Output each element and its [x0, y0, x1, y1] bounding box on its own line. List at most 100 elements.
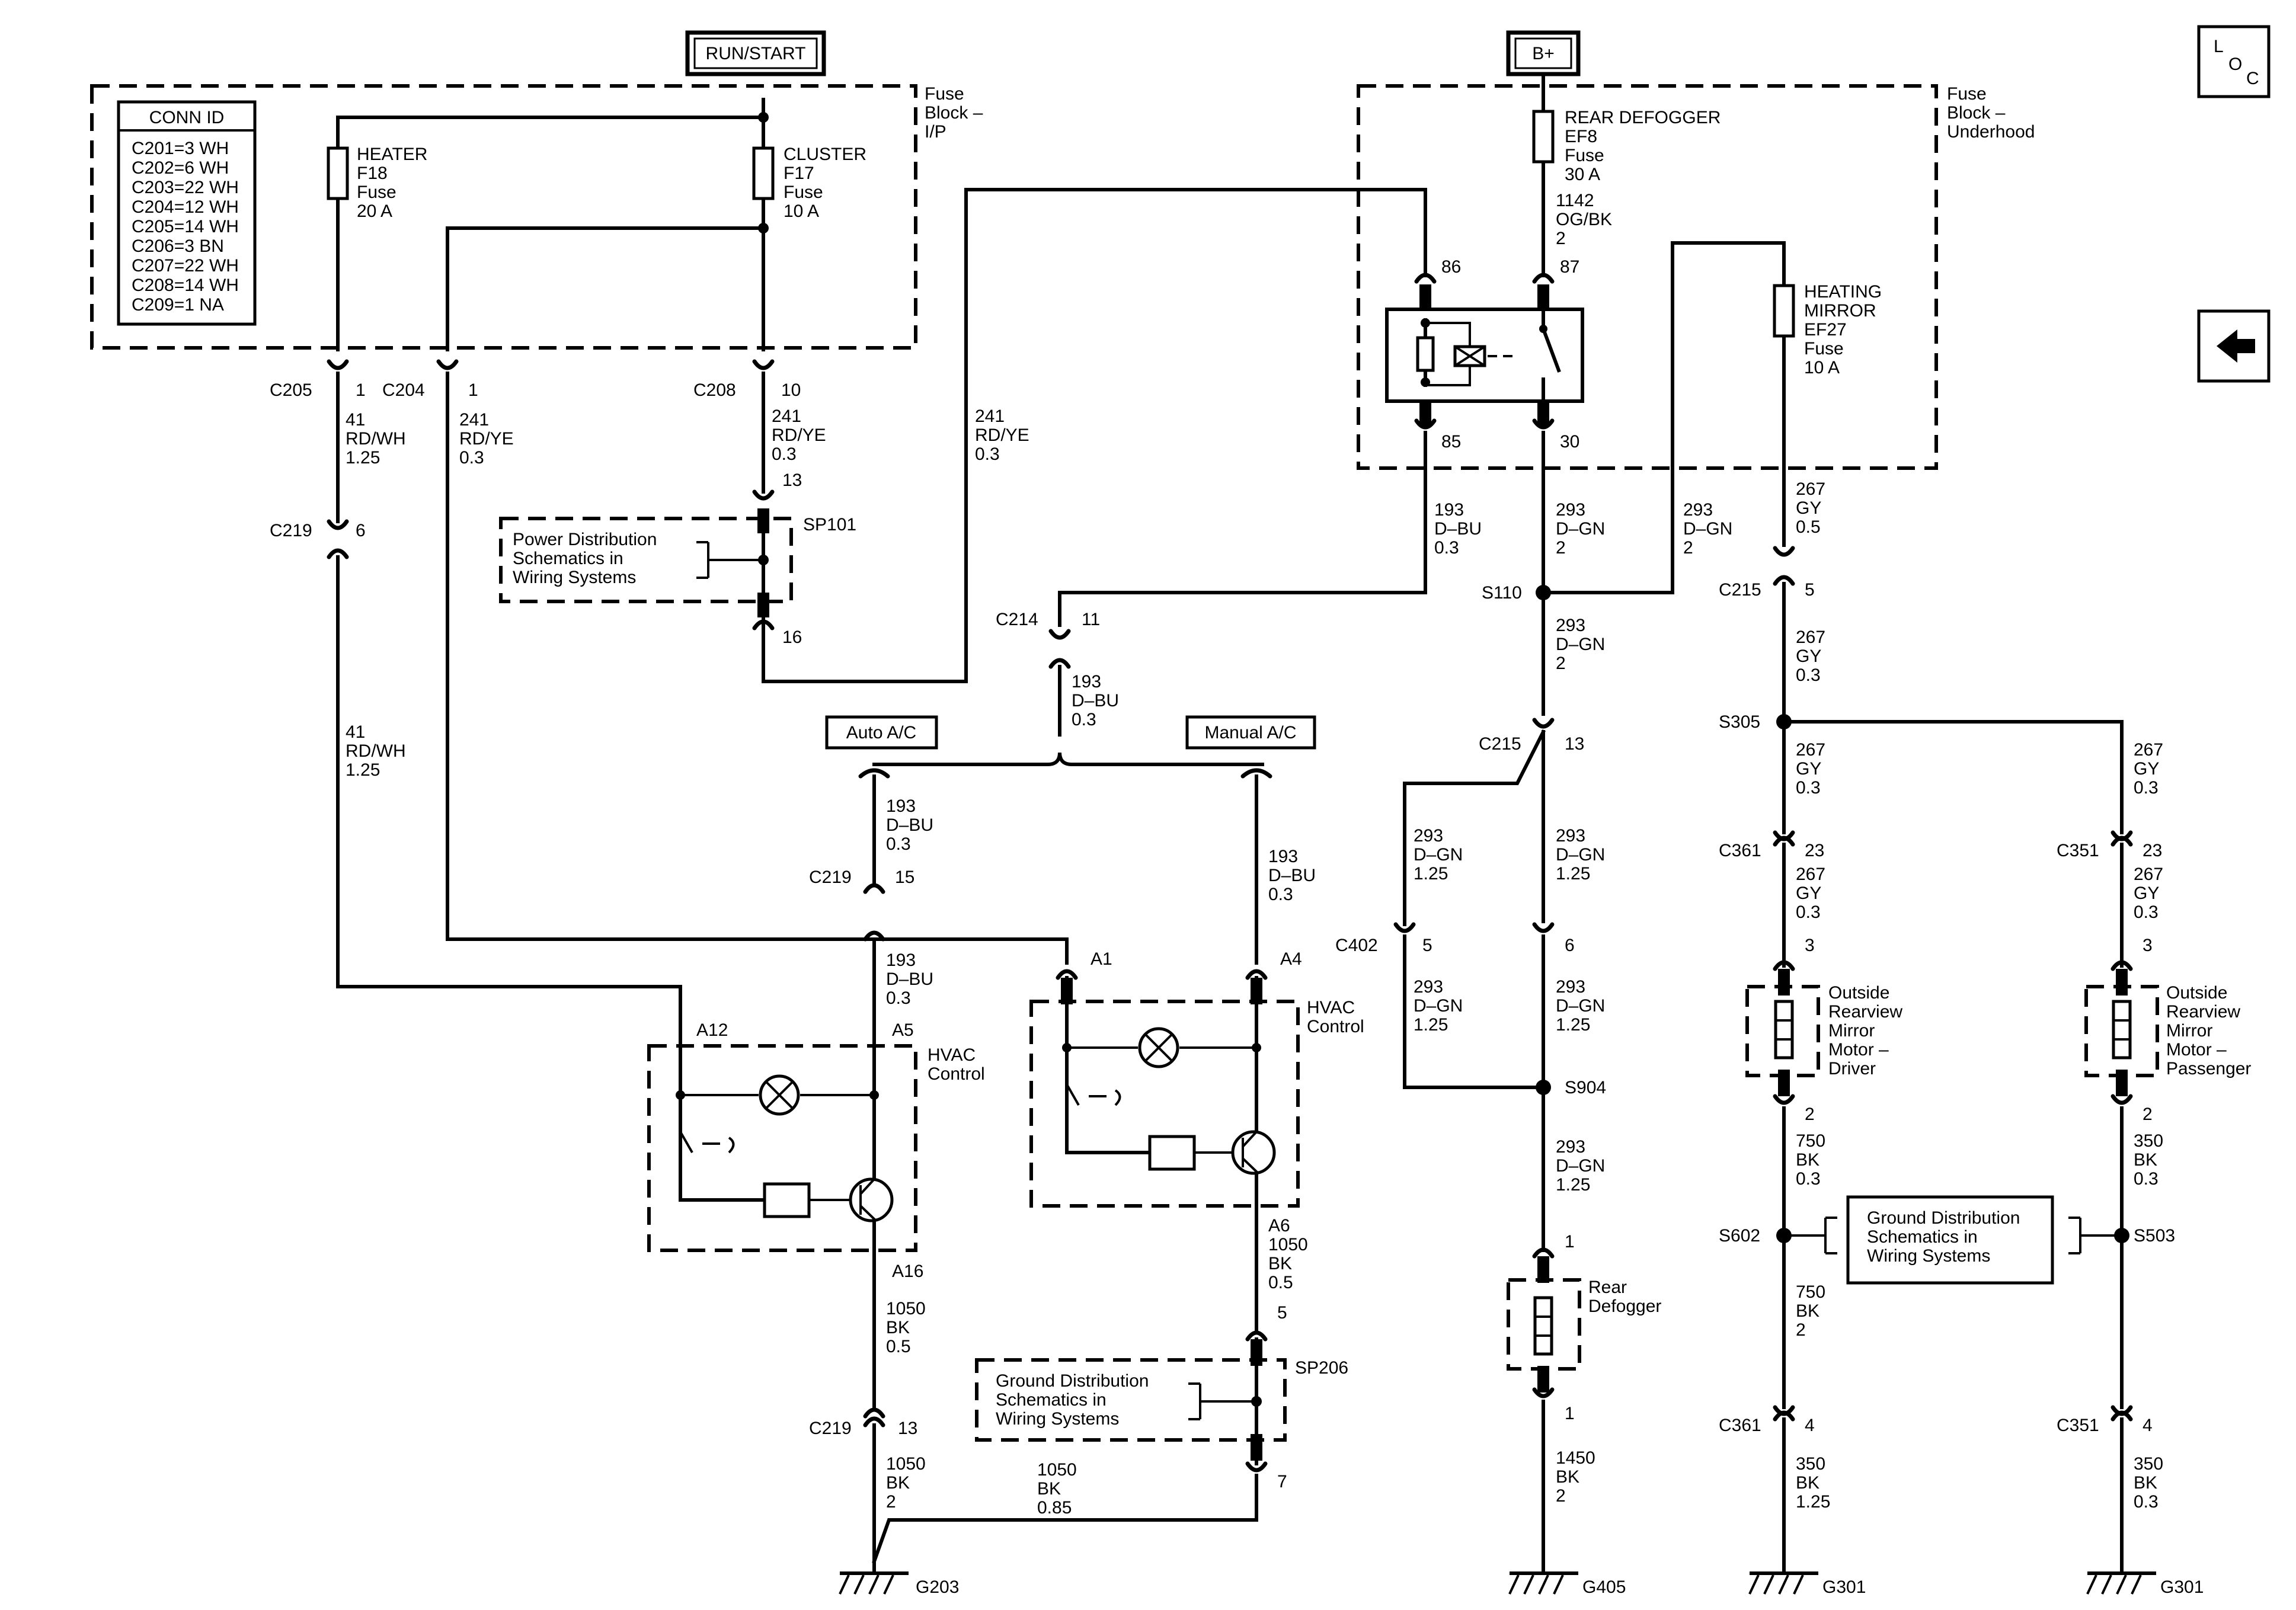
heater-fuse-icon: [327, 146, 349, 200]
svg-text:267: 267: [1796, 740, 1825, 760]
svg-text:2: 2: [1556, 538, 1566, 558]
svg-text:MIRROR: MIRROR: [1804, 301, 1876, 321]
svg-text:13: 13: [1565, 734, 1584, 754]
c219b-connector: C219 15: [809, 868, 914, 942]
svg-text:0.3: 0.3: [1796, 1169, 1821, 1189]
svg-text:C351: C351: [2057, 841, 2099, 860]
svg-text:293: 293: [1556, 826, 1585, 846]
svg-text:2: 2: [1556, 654, 1566, 673]
svg-text:293: 293: [1556, 977, 1585, 997]
wire-193-c214-label: 193 D–BU 0.3: [1072, 672, 1119, 729]
svg-text:293: 293: [1556, 500, 1585, 520]
svg-text:BK: BK: [1268, 1254, 1292, 1273]
svg-text:Mirror: Mirror: [1828, 1021, 1875, 1041]
svg-text:0.3: 0.3: [2134, 902, 2159, 922]
c215a-connector: C215 13: [1479, 718, 1584, 754]
svg-text:193: 193: [886, 796, 916, 816]
svg-text:HEATING: HEATING: [1804, 282, 1882, 302]
heating-mirror-fuse-label: HEATING MIRROR EF27 Fuse 10 A: [1804, 282, 1882, 377]
rear-defogger-fuse-icon: [1532, 110, 1555, 164]
svg-text:2: 2: [2142, 1105, 2153, 1124]
c361b-connector: C361 4: [1719, 1405, 1815, 1435]
svg-text:2: 2: [1556, 229, 1566, 248]
cluster-fuse-label: CLUSTER F17 Fuse 10 A: [784, 145, 866, 221]
svg-text:20 A: 20 A: [357, 201, 392, 221]
svg-text:REAR DEFOGGER: REAR DEFOGGER: [1565, 108, 1721, 127]
ground-g203-icon: G203: [839, 1560, 959, 1597]
svg-text:0.3: 0.3: [772, 444, 797, 464]
svg-text:BK: BK: [1556, 1467, 1579, 1487]
svg-text:Wiring Systems: Wiring Systems: [1867, 1246, 1990, 1266]
loc-c: C: [2246, 69, 2259, 88]
svg-text:BK: BK: [1796, 1301, 1819, 1321]
svg-text:BK: BK: [1037, 1479, 1061, 1499]
svg-text:0.3: 0.3: [1796, 778, 1821, 798]
wire-267-c-label: 267 GY 0.3: [1796, 740, 1825, 798]
c214-connector: C214 11: [996, 610, 1100, 669]
svg-text:10 A: 10 A: [784, 201, 819, 221]
svg-text:GY: GY: [1796, 884, 1821, 903]
svg-text:HVAC: HVAC: [928, 1045, 976, 1065]
wire-293-h-label: 293 D–GN 1.25: [1556, 1137, 1605, 1195]
wire-293-d-label: 293 D–GN 1.25: [1414, 826, 1463, 884]
svg-text:2: 2: [886, 1492, 896, 1512]
wire-1050-join-label: 1050 BK 0.85: [1037, 1460, 1077, 1518]
svg-text:4: 4: [2142, 1416, 2153, 1435]
svg-text:G301: G301: [1822, 1577, 1866, 1597]
c219c-connector: C219 13: [809, 1407, 917, 1438]
sp101-pin13-connector: 13: [752, 470, 802, 501]
svg-text:750: 750: [1796, 1131, 1825, 1151]
hvac-control-auto: A12 A5 A16 HVAC Control: [647, 1020, 985, 1282]
wire-1050-auto-label: 1050 BK 0.5: [886, 1299, 926, 1356]
s305-label: S305: [1719, 712, 1760, 732]
wire-41-b-label: 41 RD/WH 1.25: [346, 722, 406, 780]
svg-text:0.3: 0.3: [2134, 778, 2159, 798]
fuse-block-underhood-outline: [1357, 84, 1938, 470]
module-block-icon: [763, 1182, 811, 1218]
svg-text:D–GN: D–GN: [1556, 996, 1605, 1016]
svg-text:A4: A4: [1280, 949, 1302, 969]
svg-text:267: 267: [2134, 740, 2163, 760]
sp206-label: SP206: [1295, 1358, 1348, 1378]
svg-text:D–GN: D–GN: [1414, 845, 1463, 865]
c215b-connector: C215 5: [1719, 546, 1815, 600]
conn-id-table: CONN ID C201=3 WH C202=6 WH C203=22 WH C…: [117, 100, 257, 326]
svg-text:2: 2: [1805, 1105, 1815, 1124]
heater-grid-icon: [1533, 1296, 1553, 1356]
svg-text:16: 16: [782, 628, 802, 647]
svg-text:C207=22 WH: C207=22 WH: [132, 256, 239, 276]
wire-267-a-label: 267 GY 0.5: [1796, 479, 1825, 537]
svg-text:C402: C402: [1335, 936, 1378, 955]
b-plus-box: B+: [1506, 30, 1581, 76]
svg-text:1050: 1050: [886, 1299, 926, 1318]
svg-text:D–BU: D–BU: [1434, 519, 1482, 539]
back-arrow-button[interactable]: [2197, 309, 2271, 383]
svg-text:Manual A/C: Manual A/C: [1204, 723, 1296, 742]
loc-o: O: [2228, 55, 2242, 74]
b-plus-label: B+: [1532, 44, 1555, 63]
svg-text:241: 241: [975, 406, 1005, 426]
svg-text:267: 267: [1796, 479, 1825, 499]
svg-text:EF27: EF27: [1804, 320, 1847, 340]
rear-defogger-element: 1 Rear Defogger 1: [1507, 1232, 1661, 1423]
svg-text:1.25: 1.25: [1556, 1175, 1590, 1195]
svg-text:HEATER: HEATER: [357, 145, 427, 164]
svg-text:Wiring Systems: Wiring Systems: [513, 568, 636, 587]
wire-293-c-label: 293 D–GN 2: [1556, 616, 1605, 673]
wire-1050-manual-label: 1050 BK 0.5: [1268, 1235, 1308, 1292]
fuse-block-underhood-label: Fuse Block – Underhood: [1947, 84, 2035, 142]
svg-text:41: 41: [346, 410, 365, 430]
svg-text:0.3: 0.3: [1796, 665, 1821, 685]
svg-text:Fuse: Fuse: [1565, 146, 1604, 165]
svg-text:750: 750: [1796, 1282, 1825, 1302]
svg-text:41: 41: [346, 722, 365, 742]
svg-text:6: 6: [1565, 936, 1575, 955]
svg-text:Passenger: Passenger: [2166, 1059, 2251, 1078]
loc-button[interactable]: L O C: [2197, 25, 2271, 98]
svg-text:RD/WH: RD/WH: [346, 741, 406, 761]
svg-text:267: 267: [1796, 865, 1825, 884]
svg-text:1.25: 1.25: [1414, 864, 1448, 884]
svg-text:1.25: 1.25: [346, 448, 380, 468]
loc-l: L: [2214, 37, 2224, 56]
